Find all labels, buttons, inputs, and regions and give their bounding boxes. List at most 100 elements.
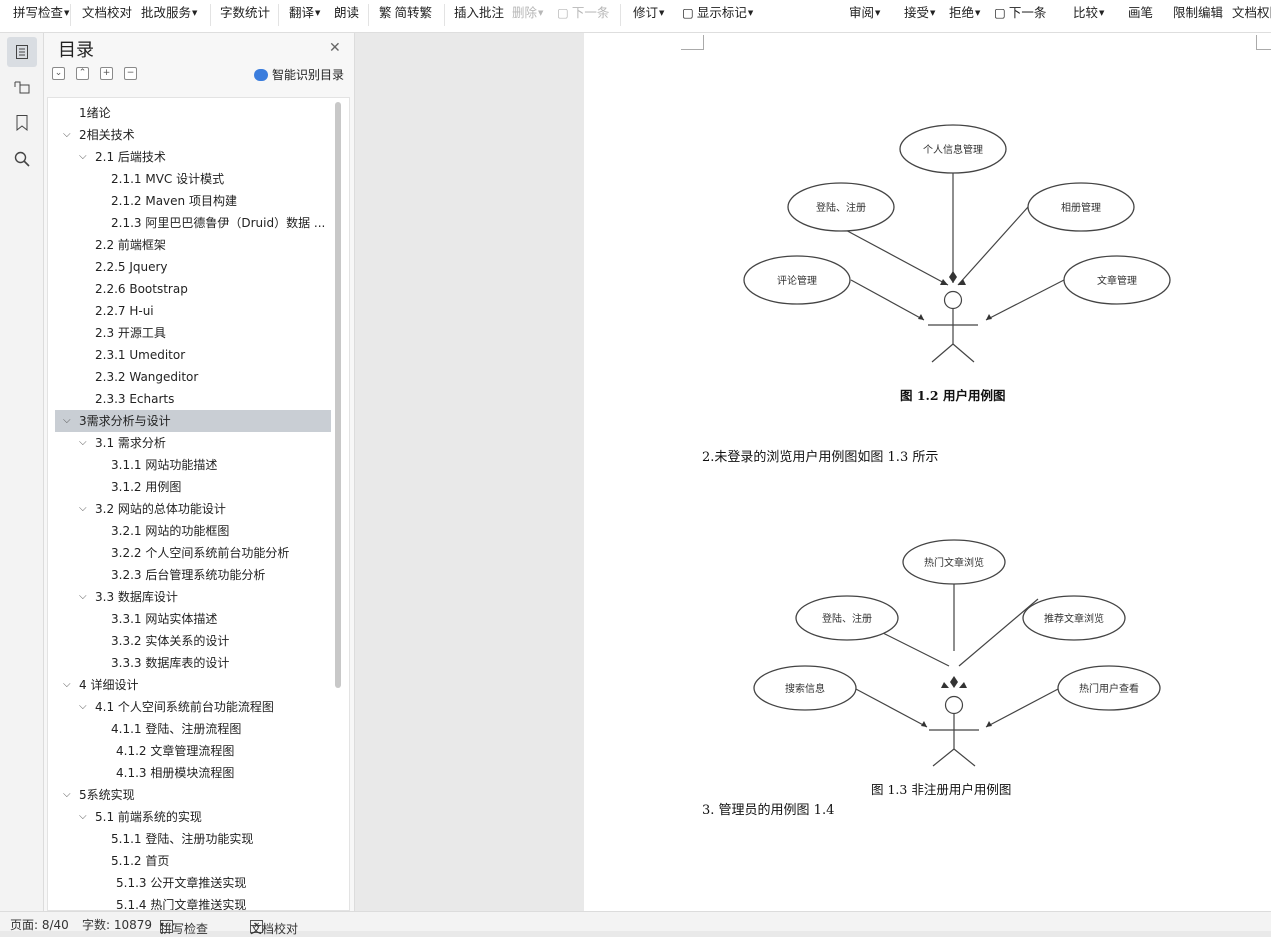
toc-item[interactable]: 3.2.1 网站的功能框图 [55, 520, 331, 542]
word-count[interactable]: 字数: 10879 [82, 918, 153, 932]
toc-item[interactable]: ⌵3.2 网站的总体功能设计 [55, 498, 331, 520]
toolbar-item-7[interactable]: 插入批注 [454, 2, 504, 21]
toc-item[interactable]: 2.3.3 Echarts [55, 388, 331, 410]
toc-item[interactable]: ⌵2相关技术 [55, 124, 331, 146]
page-indicator[interactable]: 页面: 8/40 [10, 918, 69, 932]
toc-item[interactable]: ⌵3需求分析与设计 [55, 410, 331, 432]
toc-item[interactable]: 5.1.2 首页 [55, 850, 331, 872]
expand-up-icon[interactable]: ⌃ [76, 67, 89, 80]
toc-item[interactable]: 1绪论 [55, 102, 331, 124]
chevron-down-icon[interactable]: ⌵ [63, 679, 71, 690]
toc-item[interactable]: 5.1.1 登陆、注册功能实现 [55, 828, 331, 850]
toolbar-label: 删除 [512, 5, 538, 20]
chevron-down-icon[interactable]: ▼ [315, 9, 321, 17]
toc-item[interactable]: 3.1.1 网站功能描述 [55, 454, 331, 476]
toolbar-item-5[interactable]: 朗读 [334, 2, 359, 21]
search-icon[interactable] [11, 148, 33, 170]
toc-item[interactable]: 2.3.1 Umeditor [55, 344, 331, 366]
toolbar-item-3[interactable]: 字数统计 [220, 2, 270, 21]
spell-check-status[interactable]: ✓拼写检查 ▾ [160, 920, 209, 936]
toc-item[interactable]: 2.1.3 阿里巴巴德鲁伊（Druid）数据 ... [55, 212, 331, 234]
chevron-down-icon[interactable]: ⌵ [79, 437, 87, 448]
toolbar-item-16[interactable]: 比较▼ [1073, 2, 1104, 21]
toc-title: 目录 [58, 40, 94, 61]
toolbar-item-13[interactable]: 接受▼ [904, 2, 935, 21]
toc-item[interactable]: 2.2.6 Bootstrap [55, 278, 331, 300]
close-icon[interactable]: ✕ [329, 40, 341, 56]
chevron-down-icon[interactable]: ⌵ [79, 811, 87, 822]
smart-toc-button[interactable]: 智能识别目录 [254, 66, 344, 83]
toc-item[interactable]: 2.3 开源工具 [55, 322, 331, 344]
use-case-label: 登陆、注册 [822, 612, 872, 625]
toolbar-item-4[interactable]: 翻译▼ [289, 2, 320, 21]
chevron-down-icon[interactable]: ▼ [1099, 9, 1105, 17]
toc-item-label: 5.1.4 热门文章推送实现 [116, 898, 247, 911]
toc-item[interactable]: 3.3.3 数据库表的设计 [55, 652, 331, 674]
toc-item[interactable]: 2.2.5 Jquery [55, 256, 331, 278]
side-rail [0, 33, 44, 911]
chevron-down-icon[interactable]: ⌵ [63, 129, 71, 140]
chevron-down-icon[interactable]: ▼ [64, 9, 70, 17]
chevron-down-icon[interactable]: ⌵ [79, 503, 87, 514]
add-item-icon[interactable]: + [100, 67, 113, 80]
toolbar-item-17[interactable]: 画笔 [1128, 2, 1153, 21]
toc-item[interactable]: 3.3.1 网站实体描述 [55, 608, 331, 630]
toolbar-item-12[interactable]: 审阅▼ [849, 2, 880, 21]
chevron-down-icon[interactable]: ▼ [975, 9, 981, 17]
toc-item[interactable]: ⌵3.3 数据库设计 [55, 586, 331, 608]
toc-item[interactable]: ⌵5.1 前端系统的实现 [55, 806, 331, 828]
toc-item[interactable]: 4.1.2 文章管理流程图 [55, 740, 331, 762]
toc-item[interactable]: ⌵5系统实现 [55, 784, 331, 806]
chevron-down-icon[interactable]: ▼ [538, 9, 544, 17]
toolbar-item-9[interactable]: ▢下一条 [557, 2, 609, 21]
toolbar-item-6[interactable]: 繁简转繁 [379, 2, 432, 21]
toolbar-item-14[interactable]: 拒绝▼ [949, 2, 980, 21]
toc-item[interactable]: 3.3.2 实体关系的设计 [55, 630, 331, 652]
toc-item[interactable]: 2.2 前端框架 [55, 234, 331, 256]
toc-item[interactable]: ⌵2.1 后端技术 [55, 146, 331, 168]
toc-item[interactable]: 2.1.2 Maven 项目构建 [55, 190, 331, 212]
toc-item[interactable]: 4.1.3 相册模块流程图 [55, 762, 331, 784]
toc-item[interactable]: ⌵3.1 需求分析 [55, 432, 331, 454]
use-case-label: 搜索信息 [785, 682, 825, 695]
toolbar-item-18[interactable]: 限制编辑 [1173, 2, 1223, 21]
toolbar-item-1[interactable]: 文档校对 [82, 2, 132, 21]
toc-item[interactable]: 2.2.7 H-ui [55, 300, 331, 322]
toc-item[interactable]: 2.1.1 MVC 设计模式 [55, 168, 331, 190]
toc-item[interactable]: ⌵4 详细设计 [55, 674, 331, 696]
toc-item[interactable]: 3.2.2 个人空间系统前台功能分析 [55, 542, 331, 564]
toolbar-item-10[interactable]: 修订▼ [633, 2, 664, 21]
remove-item-icon[interactable]: − [124, 67, 137, 80]
chevron-down-icon[interactable]: ▼ [875, 9, 881, 17]
toc-item[interactable]: 5.1.4 热门文章推送实现 [55, 894, 331, 911]
toc-scrollbar[interactable] [335, 102, 341, 688]
chevron-down-icon[interactable]: ▼ [747, 9, 754, 17]
toolbar-item-8[interactable]: 删除▼ [512, 2, 543, 21]
chevron-down-icon[interactable]: ▼ [192, 9, 198, 17]
chevron-down-icon[interactable]: ▼ [659, 9, 665, 17]
toolbar-item-0[interactable]: 拼写检查▼ [13, 2, 69, 21]
navigation-icon[interactable] [11, 76, 33, 98]
chevron-down-icon[interactable]: ⌵ [79, 701, 87, 712]
toc-item[interactable]: ⌵4.1 个人空间系统前台功能流程图 [55, 696, 331, 718]
chevron-down-icon[interactable]: ⌵ [79, 591, 87, 602]
convert-icon: 繁 [379, 5, 392, 20]
toc-item-label: 2.2.7 H-ui [95, 304, 154, 318]
toolbar-item-19[interactable]: 文档权限 [1232, 2, 1271, 21]
toc-icon[interactable] [7, 37, 37, 67]
toc-item[interactable]: 3.1.2 用例图 [55, 476, 331, 498]
toolbar-item-2[interactable]: 批改服务▼ [141, 2, 197, 21]
toc-item[interactable]: 2.3.2 Wangeditor [55, 366, 331, 388]
chevron-down-icon[interactable]: ⌵ [63, 415, 71, 426]
toolbar-label: 简转繁 [394, 5, 433, 20]
toolbar-item-15[interactable]: ▢下一条 [994, 2, 1046, 21]
chevron-down-icon[interactable]: ▼ [930, 9, 936, 17]
toc-item[interactable]: 5.1.3 公开文章推送实现 [55, 872, 331, 894]
bookmark-icon[interactable] [11, 112, 33, 134]
chevron-down-icon[interactable]: ⌵ [79, 151, 87, 162]
toolbar-item-11[interactable]: ▢显示标记▼ [682, 2, 753, 21]
collapse-all-icon[interactable]: ⌄ [52, 67, 65, 80]
toc-item[interactable]: 3.2.3 后台管理系统功能分析 [55, 564, 331, 586]
chevron-down-icon[interactable]: ⌵ [63, 789, 71, 800]
toc-item[interactable]: 4.1.1 登陆、注册流程图 [55, 718, 331, 740]
